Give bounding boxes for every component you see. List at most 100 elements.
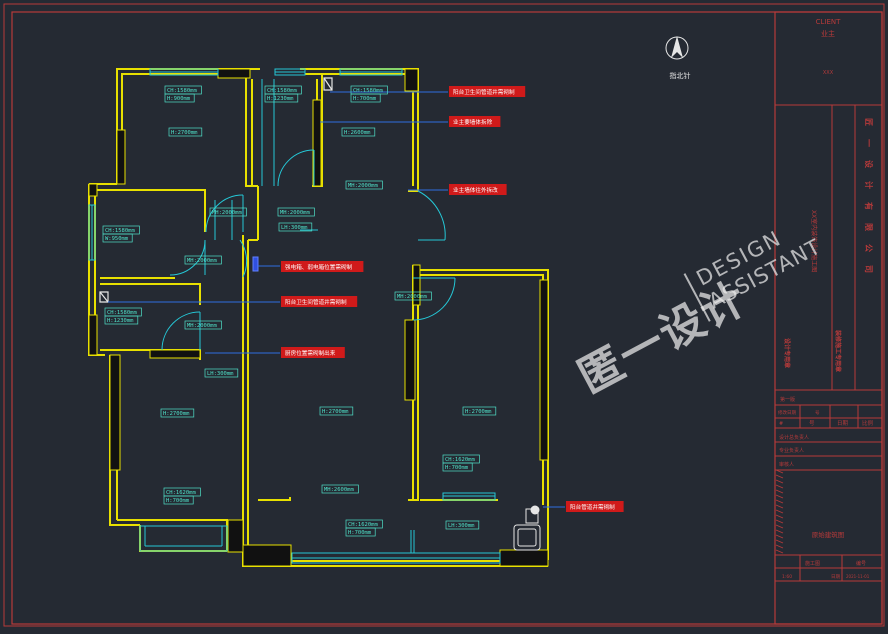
dimension-label: H:1230mm xyxy=(107,318,134,324)
dimension-label-box xyxy=(164,93,195,103)
dimension-label: H:2700mm xyxy=(322,409,349,415)
annotation-tag xyxy=(449,184,507,195)
dimension-label-box xyxy=(350,93,381,103)
dimension-label: LH:300mm xyxy=(281,225,308,231)
date-label: 日期 xyxy=(831,574,840,580)
client-label: CLIENT xyxy=(816,18,842,26)
annotation-tag xyxy=(281,261,364,272)
dimension-label-box xyxy=(345,180,383,190)
design-stamp: 设计专用章 xyxy=(783,338,791,368)
dimension-label-box xyxy=(277,207,315,217)
client-value: XXX xyxy=(823,70,834,76)
annotation-tag xyxy=(449,86,526,97)
drawing-title: 原始建筑图 xyxy=(812,530,845,539)
dimension-label-box xyxy=(445,520,480,530)
dimension-label: MH:2000mm xyxy=(348,183,378,189)
windows xyxy=(88,68,501,564)
dimension-label-box xyxy=(184,320,222,330)
dimension-label: CH:1620mm xyxy=(348,522,378,528)
dimension-label: LH:300mm xyxy=(448,523,475,529)
dimension-label-box xyxy=(278,222,313,232)
dimension-label-box xyxy=(341,127,376,137)
dimension-label: H:700mm xyxy=(348,530,372,536)
dimension-label-box xyxy=(394,291,432,301)
version-col-2: 号 xyxy=(815,410,820,416)
dimension-label-box xyxy=(264,93,299,103)
annotation-text: 业主墙体往外拆改 xyxy=(453,186,498,194)
dimension-label: H:2700mm xyxy=(163,411,190,417)
annotation-text: 阳台卫生间管道井需砌制 xyxy=(285,298,347,306)
door-swings xyxy=(161,149,456,351)
version-col-1-b: # xyxy=(779,421,783,427)
dimension-label-box xyxy=(321,484,359,494)
annotation-tag xyxy=(566,501,624,512)
dimension-label-box xyxy=(102,233,133,243)
dimension-label: CH:1580mm xyxy=(105,228,135,234)
dimension-label: MH:2000mm xyxy=(280,210,310,216)
reviewer: 审核人 xyxy=(779,461,794,468)
annotation-callouts: 阳台卫生间管道井需砌制业主要墙体拆除业主墙体往外拆改强电箱、弱电箱位置需砌制阳台… xyxy=(281,86,624,512)
dimension-label-box xyxy=(163,495,194,505)
title-block-grid xyxy=(775,104,882,582)
sheet-outer-border xyxy=(3,3,885,627)
dimension-label-box xyxy=(184,255,222,265)
dimension-label: MH:2000mm xyxy=(187,258,217,264)
dimension-label-box xyxy=(104,315,139,325)
dimension-label-box xyxy=(209,207,247,217)
version-label: 第一版 xyxy=(780,396,795,403)
sheet-inner-border xyxy=(11,11,883,625)
sheet-type: 施工图 xyxy=(805,560,820,567)
dimension-label: MH:2000mm xyxy=(187,323,217,329)
annotation-text: 阳台管道井需砌制 xyxy=(570,503,615,511)
dimension-label-box xyxy=(442,462,473,472)
title-block-frame xyxy=(774,11,883,625)
annotation-tag xyxy=(449,116,501,127)
dimension-label: MH:2000mm xyxy=(212,210,242,216)
dimension-labels: CH:1580mmH:900mmH:2700mmCH:1580mmH:1230m… xyxy=(102,85,497,537)
dimension-label-box xyxy=(204,368,239,378)
dimension-label: CH:1620mm xyxy=(166,490,196,496)
dimension-label-box xyxy=(319,406,354,416)
dimension-label: MH:2000mm xyxy=(397,294,427,300)
dimension-label: H:700mm xyxy=(166,498,190,504)
kitchen-fixtures xyxy=(513,505,541,551)
construction-stamp: 装修施工专用章 xyxy=(834,329,842,372)
sheet-number-label: 编号 xyxy=(856,560,866,567)
dimension-label: H:900mm xyxy=(167,96,191,102)
version-col-2-b: 号 xyxy=(809,420,815,427)
project-name: XX室内装饰设计施工图 xyxy=(810,210,818,272)
dimension-label: LH:300mm xyxy=(207,371,234,377)
version-col-3: 日期 xyxy=(837,420,849,427)
annotation-text: 强电箱、弱电箱位置需砌制 xyxy=(285,263,353,271)
electric-panel-marker xyxy=(252,256,259,272)
annotation-text: 阳台卫生间管道井需砌制 xyxy=(453,88,515,96)
dimension-label-box xyxy=(160,408,195,418)
north-label: 指北针 xyxy=(670,71,691,80)
dimension-label: W:950mm xyxy=(105,236,129,242)
dimension-label: CH:1580mm xyxy=(167,88,197,94)
title-block-hatch xyxy=(775,469,784,554)
company-title: 匠一设计有限公司 xyxy=(864,118,874,286)
dimension-label-box xyxy=(345,527,376,537)
annotation-text: 业主要墙体拆除 xyxy=(453,118,493,126)
date-value: 2021-11-01 xyxy=(846,574,870,579)
dimension-label: CH:1580mm xyxy=(107,310,137,316)
dimension-label: H:2700mm xyxy=(465,409,492,415)
annotation-tag xyxy=(281,347,345,358)
dimension-label: CH:1580mm xyxy=(267,88,297,94)
annotation-text: 厨房位置需砌制出来 xyxy=(285,349,336,357)
dimension-label: MH:2600mm xyxy=(324,487,354,493)
dimension-label: H:700mm xyxy=(353,96,377,102)
dimension-label-box xyxy=(462,406,497,416)
designer-in-charge: 设计总负责人 xyxy=(779,434,809,441)
dimension-label: CH:1620mm xyxy=(445,457,475,463)
annotation-leaders xyxy=(108,91,565,508)
scale-value: 1:60 xyxy=(782,574,792,580)
annotation-tag xyxy=(281,296,358,307)
dimension-label: H:2600mm xyxy=(344,130,371,136)
version-col-1: 修改日期 xyxy=(778,409,796,416)
dimension-label-box xyxy=(168,127,203,137)
dimension-label: H:1230mm xyxy=(267,96,294,102)
